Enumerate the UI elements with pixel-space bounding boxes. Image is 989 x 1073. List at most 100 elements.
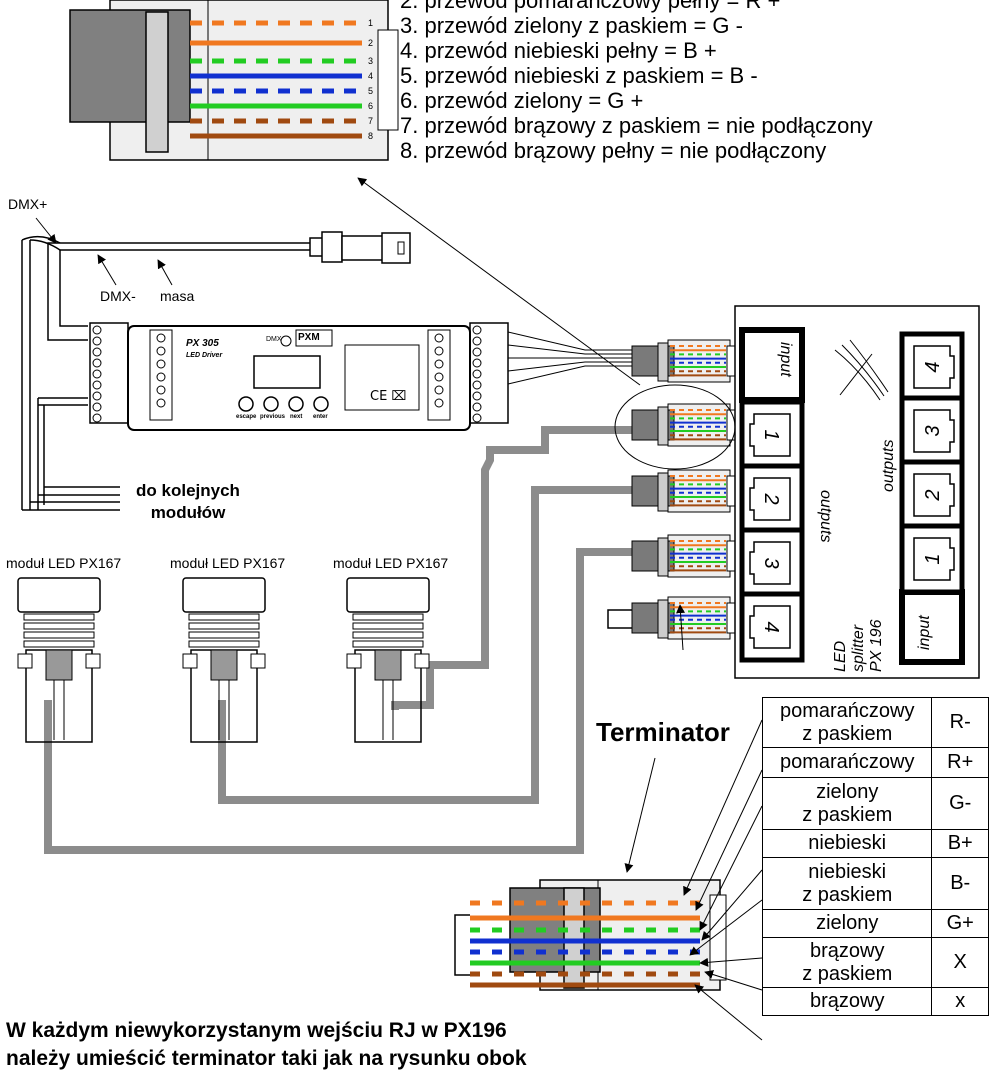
led-module <box>346 577 430 743</box>
signal-cell: R+ <box>931 747 989 778</box>
splitter-port: 2 <box>739 463 805 535</box>
rj45-plug <box>631 403 736 447</box>
port-number: 2 <box>760 492 782 504</box>
terminal-screw <box>92 402 102 412</box>
svg-text:CE ⌧: CE ⌧ <box>370 389 406 404</box>
splitter-port: 4 <box>739 591 805 663</box>
terminal-screw <box>156 333 166 343</box>
port-number: 1 <box>922 553 944 564</box>
led-modules <box>17 577 430 743</box>
terminal-screw <box>472 347 482 357</box>
dmx-minus-label: DMX- <box>100 288 136 304</box>
pin-number: 3 <box>368 56 373 66</box>
terminal-screw <box>434 333 444 343</box>
dmx-cables <box>21 235 310 511</box>
signal-cell: x <box>931 987 989 1016</box>
signal-cell: B+ <box>931 829 989 858</box>
terminal-screw <box>92 413 102 423</box>
driver-subtitle: LED Driver <box>186 352 223 359</box>
terminal-screw <box>472 380 482 390</box>
pin-number: 6 <box>368 101 373 111</box>
terminal-screw <box>92 347 102 357</box>
driver-logo: PXM <box>298 332 320 343</box>
driver-button-label: previous <box>260 414 286 420</box>
signal-cell: G+ <box>931 909 989 938</box>
splitter-input-label: input <box>916 615 933 650</box>
rj45-plug <box>631 469 736 513</box>
module-label: moduł LED PX167 <box>170 555 286 571</box>
splitter-outputs-label: outputs <box>817 490 834 543</box>
terminal-screw <box>92 380 102 390</box>
splitter-port: 1 <box>899 523 965 595</box>
pinout-item: 2. przewód pomarańczowy pełny = R + <box>400 0 781 13</box>
led-module <box>17 577 101 743</box>
terminal-screw <box>156 346 166 356</box>
port-number: 2 <box>922 489 944 501</box>
splitter-name: LED splitter PX 196 <box>832 619 885 672</box>
driver-button-label: escape <box>236 414 257 420</box>
pin-number: 8 <box>368 131 373 141</box>
terminal-screw <box>472 358 482 368</box>
rj45-plug <box>631 339 736 383</box>
terminal-screw <box>156 398 166 408</box>
cable-plugs <box>607 339 736 640</box>
terminator-connector <box>454 879 727 991</box>
masa-label: masa <box>160 288 195 304</box>
pin-number: 1 <box>368 18 373 28</box>
terminal-screw <box>434 385 444 395</box>
terminal-screw <box>472 369 482 379</box>
terminal-screw <box>434 359 444 369</box>
port-number: 1 <box>760 429 782 440</box>
splitter-port: 4 <box>899 331 965 403</box>
terminal-screw <box>92 325 102 335</box>
pinout-item: 8. przewód brązowy pełny = nie podłączon… <box>400 138 827 163</box>
splitter-port: 3 <box>739 527 805 599</box>
pinout-item: 5. przewód niebieski z paskiem = B - <box>400 63 758 88</box>
wire-color-cell: pomarańczowy <box>761 747 933 778</box>
splitter-outputs-label: outputs <box>880 439 897 492</box>
terminal-screw <box>156 372 166 382</box>
pinout-item: 7. przewód brązowy z paskiem = nie podłą… <box>400 113 873 138</box>
signal-cell: X <box>931 937 989 988</box>
terminal-screw <box>156 385 166 395</box>
pinout-list: 2. przewód pomarańczowy pełny = R + 3. p… <box>400 0 873 163</box>
dmx-plus-label: DMX+ <box>8 196 48 212</box>
terminal-screw <box>472 413 482 423</box>
led-module <box>182 577 266 743</box>
wire-color-cell: niebieski <box>761 829 933 858</box>
driver-button-label: next <box>290 414 303 420</box>
terminal-screw <box>92 369 102 379</box>
module-label: moduł LED PX167 <box>333 555 449 571</box>
rj45-connector-top <box>69 0 399 161</box>
driver-brand: PX 305 <box>186 338 219 349</box>
driver-terminals <box>92 325 482 423</box>
usage-note: W każdym niewykorzystanym wejściu RJ w P… <box>6 1019 527 1070</box>
next-modules-label: do kolejnych modułów <box>136 481 240 522</box>
module-label: moduł LED PX167 <box>6 555 122 571</box>
terminal-screw <box>434 372 444 382</box>
pin-number: 4 <box>368 71 373 81</box>
signal-cell: R- <box>931 697 989 748</box>
terminal-screw <box>472 325 482 335</box>
splitter-port: 3 <box>899 395 965 467</box>
terminal-screw <box>92 358 102 368</box>
signal-cell: B- <box>931 857 989 910</box>
dmx-plug <box>309 231 411 264</box>
terminator-title: Terminator <box>596 717 730 747</box>
wire-color-cell: zielony <box>761 909 933 938</box>
splitter-port: 2 <box>899 459 965 531</box>
port-number: 4 <box>922 361 944 372</box>
